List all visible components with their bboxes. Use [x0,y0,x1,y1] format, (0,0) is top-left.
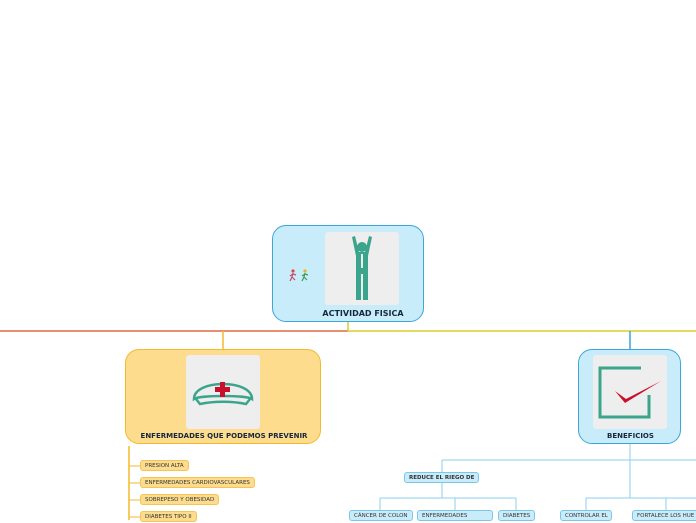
runners-icon [288,268,314,282]
list-item-controlar[interactable]: CONTROLAR EL [560,510,612,521]
checkbox-check-icon [593,355,667,429]
reduce-riesgo-node[interactable]: REDUCE EL RIEGO DE [404,472,480,483]
enfermedades-node[interactable]: ENFERMEDADES QUE PODEMOS PREVENIR [125,349,321,444]
person-arms-up-icon [325,232,399,305]
root-node[interactable]: ACTIVIDAD FISICA [272,225,424,322]
root-title: ACTIVIDAD FISICA [322,309,404,318]
beneficios-node[interactable]: BENEFICIOS [578,349,681,444]
list-item-fortalece[interactable]: FORTALECE LOS HUE [632,510,696,521]
nurse-cap-icon [186,355,260,429]
list-item-cardiovasculares[interactable]: ENFERMEDADES CARDIOVASCULARES [140,477,255,488]
enfermedades-title: ENFERMEDADES QUE PODEMOS PREVENIR [140,432,308,440]
list-item-diabetes-tipo-ii[interactable]: DIABETES TIPO II [140,511,197,522]
list-item-cancer-colon[interactable]: CÁNCER DE COLON [349,510,413,521]
list-item-presion-alta[interactable]: PRESION ALTA [140,460,189,471]
list-item-diabetes[interactable]: DIABETES [498,510,536,521]
beneficios-title: BENEFICIOS [607,432,654,440]
list-item-sobrepeso[interactable]: SOBREPESO Y OBESIDAD [140,494,220,505]
list-item-enfermedades[interactable]: ENFERMEDADES [417,510,493,521]
